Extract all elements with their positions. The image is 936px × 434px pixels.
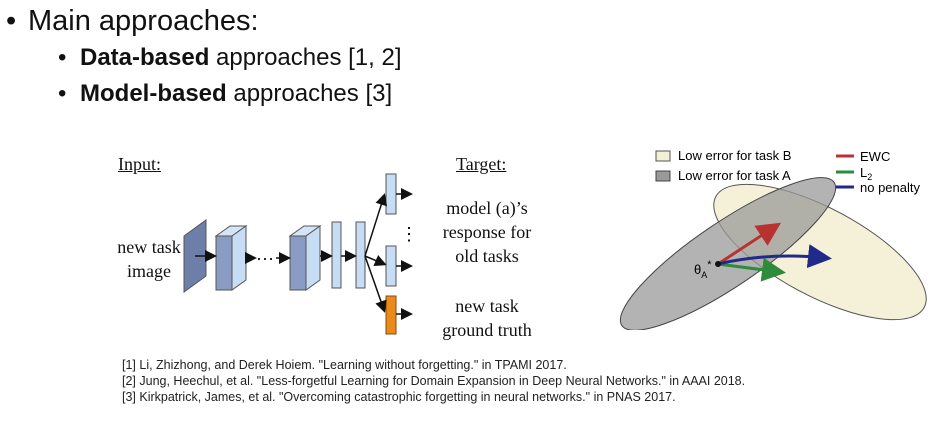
input-text-line: new task bbox=[117, 237, 181, 257]
ellipsis-vertical: ⋮ bbox=[400, 224, 418, 244]
ewc-diagram: θA* Low error for task B Low error for t… bbox=[619, 148, 927, 330]
conv-layer bbox=[289, 235, 307, 291]
target-line: old tasks bbox=[455, 246, 519, 266]
fc-layer bbox=[355, 221, 366, 289]
target-line: new task bbox=[455, 296, 519, 316]
ellipsis-horizontal: ··· bbox=[256, 248, 274, 268]
target-line: response for bbox=[442, 222, 532, 242]
theta-label: θA* bbox=[694, 259, 712, 280]
legend-task-a-swatch bbox=[655, 170, 671, 182]
ewc-arrow bbox=[717, 222, 782, 266]
bold-term: Data-based bbox=[80, 44, 210, 71]
input-text: new task image bbox=[104, 235, 194, 283]
legend-task-b: Low error for task B bbox=[678, 148, 791, 163]
no-penalty-arrow bbox=[717, 244, 832, 269]
reference-item: [3] Kirkpatrick, James, et al. "Overcomi… bbox=[122, 390, 676, 404]
target-line: model (a)’s bbox=[446, 198, 528, 218]
item-rest: approaches [3] bbox=[226, 80, 393, 107]
bullet-list: •Main approaches: •Data-based approaches… bbox=[6, 2, 402, 112]
legend-task-a: Low error for task A bbox=[678, 168, 791, 183]
fc-layer bbox=[331, 221, 342, 289]
conv-layer-side bbox=[305, 225, 321, 291]
sub-bullet-model-based: •Model-based approaches [3] bbox=[58, 80, 393, 107]
legend-l2: L2 bbox=[860, 165, 872, 182]
task-a-region bbox=[619, 177, 837, 330]
input-label: Input: bbox=[118, 154, 161, 174]
l2-arrow bbox=[717, 257, 786, 282]
conv-layer-side bbox=[231, 225, 247, 291]
reference-item: [1] Li, Zhizhong, and Derek Hoiem. "Lear… bbox=[122, 358, 567, 372]
sub-bullet-data-based: •Data-based approaches [1, 2] bbox=[58, 44, 402, 71]
item-rest: approaches [1, 2] bbox=[209, 44, 402, 71]
target-line: ground truth bbox=[442, 320, 532, 340]
new-task-head bbox=[385, 295, 397, 335]
target-new-task: new task ground truth bbox=[422, 294, 552, 342]
legend-ewc: EWC bbox=[860, 149, 890, 164]
heading: Main approaches: bbox=[28, 5, 259, 37]
legend-task-b-swatch bbox=[655, 150, 671, 162]
theta-point bbox=[715, 261, 721, 267]
target-old-tasks: model (a)’s response for old tasks bbox=[422, 196, 552, 268]
input-text-line: image bbox=[127, 261, 171, 281]
target-label: Target: bbox=[456, 154, 507, 174]
reference-item: [2] Jung, Heechul, et al. "Less-forgetfu… bbox=[122, 374, 746, 388]
old-task-head bbox=[385, 245, 397, 287]
main-bullet: •Main approaches: bbox=[6, 5, 259, 37]
legend-no-penalty: no penalty bbox=[860, 180, 920, 195]
old-task-head bbox=[385, 173, 397, 215]
references: [1] Li, Zhizhong, and Derek Hoiem. "Lear… bbox=[122, 357, 745, 405]
bold-term: Model-based bbox=[80, 80, 227, 107]
conv-layer bbox=[215, 235, 233, 291]
